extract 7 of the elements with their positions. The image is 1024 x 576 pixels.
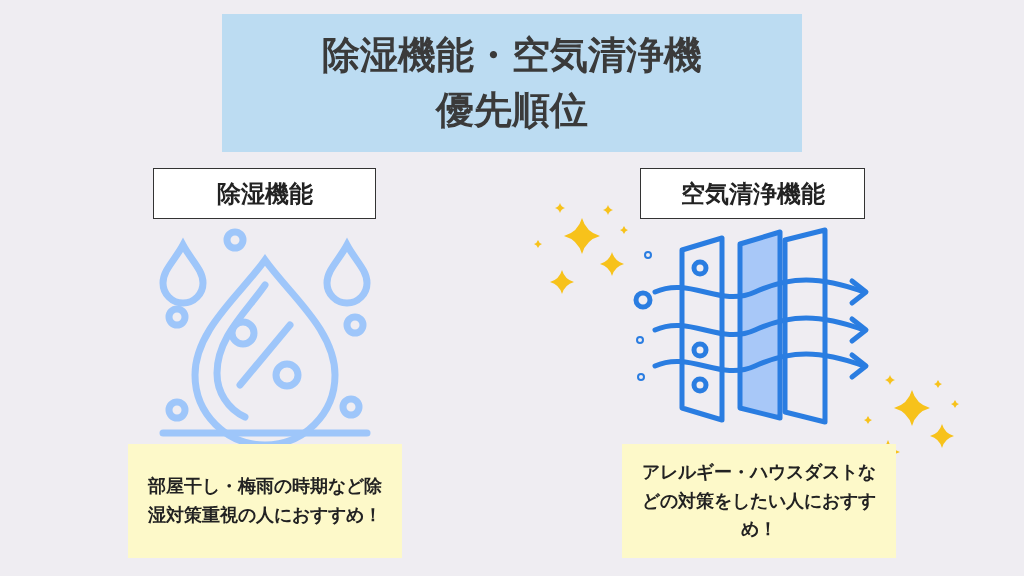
note-text: アレルギー・ハウスダストなどの対策をしたい人におすすめ！ [641, 459, 877, 542]
note-box [622, 444, 896, 558]
note-text: 部屋干し・梅雨の時期など除湿対策重視の人におすすめ！ [148, 474, 382, 527]
note-box [128, 444, 402, 558]
label-box: 除湿機能 [153, 168, 376, 219]
label-box: 空気清浄機能 [640, 168, 865, 219]
title-text: 除湿機能・空気清浄機優先順位 [321, 31, 703, 134]
